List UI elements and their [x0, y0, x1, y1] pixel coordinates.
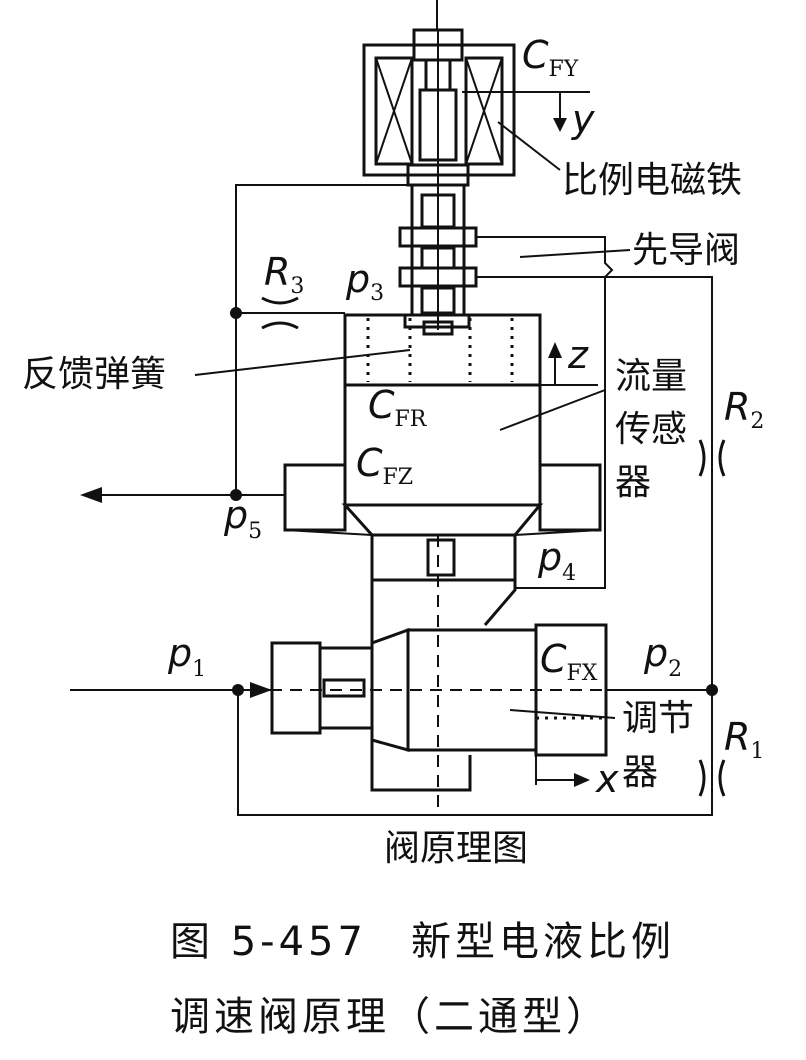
label-p4: p4	[537, 535, 576, 586]
y-displacement-arrow	[462, 91, 590, 132]
label-c-fz: CFZ	[356, 441, 413, 490]
label-feedback-spring: 反馈弹簧	[22, 354, 166, 395]
label-flow-sensor-1: 流量	[615, 356, 687, 397]
proportional-solenoid	[362, 0, 516, 187]
x-displacement-arrow	[535, 755, 590, 787]
connector-block	[370, 533, 517, 810]
leader-lines	[194, 121, 631, 719]
label-y: y	[571, 97, 595, 141]
label-r1: R1	[724, 715, 764, 764]
label-z: z	[567, 333, 589, 377]
label-x: x	[595, 757, 619, 801]
label-c-fy: CFY	[522, 33, 579, 82]
r1-restrictor	[698, 759, 726, 797]
label-p3: p3	[345, 257, 384, 306]
z-displacement-arrow	[540, 342, 598, 386]
label-proportional-solenoid: 比例电磁铁	[562, 160, 742, 201]
label-r3: R3	[264, 250, 304, 299]
label-valve-schematic: 阀原理图	[384, 828, 528, 869]
label-flow-sensor-3: 器	[615, 462, 651, 503]
pilot-oil-lines	[230, 184, 713, 690]
main-oil-lines	[70, 682, 718, 816]
label-c-fr: CFR	[368, 383, 428, 432]
r3-restrictor	[261, 296, 299, 330]
caption-line-2: 调速阀原理（二通型）	[170, 994, 610, 1040]
label-r2: R2	[724, 385, 764, 434]
pilot-valve	[398, 183, 478, 330]
label-regulator-1: 调节	[622, 698, 694, 739]
label-c-fx: CFX	[540, 637, 598, 686]
r2-restrictor	[698, 439, 726, 477]
label-p5: p5	[223, 493, 262, 544]
label-p1: p1	[167, 631, 206, 682]
p5-outlet	[80, 487, 285, 503]
caption-line-1: 图 5-457 新型电液比例	[170, 919, 675, 965]
label-flow-sensor-2: 传感	[615, 409, 687, 450]
label-regulator-2: 器	[622, 752, 658, 793]
label-pilot-valve: 先导阀	[632, 230, 740, 271]
label-p2: p2	[643, 631, 682, 682]
regulator	[270, 623, 650, 757]
